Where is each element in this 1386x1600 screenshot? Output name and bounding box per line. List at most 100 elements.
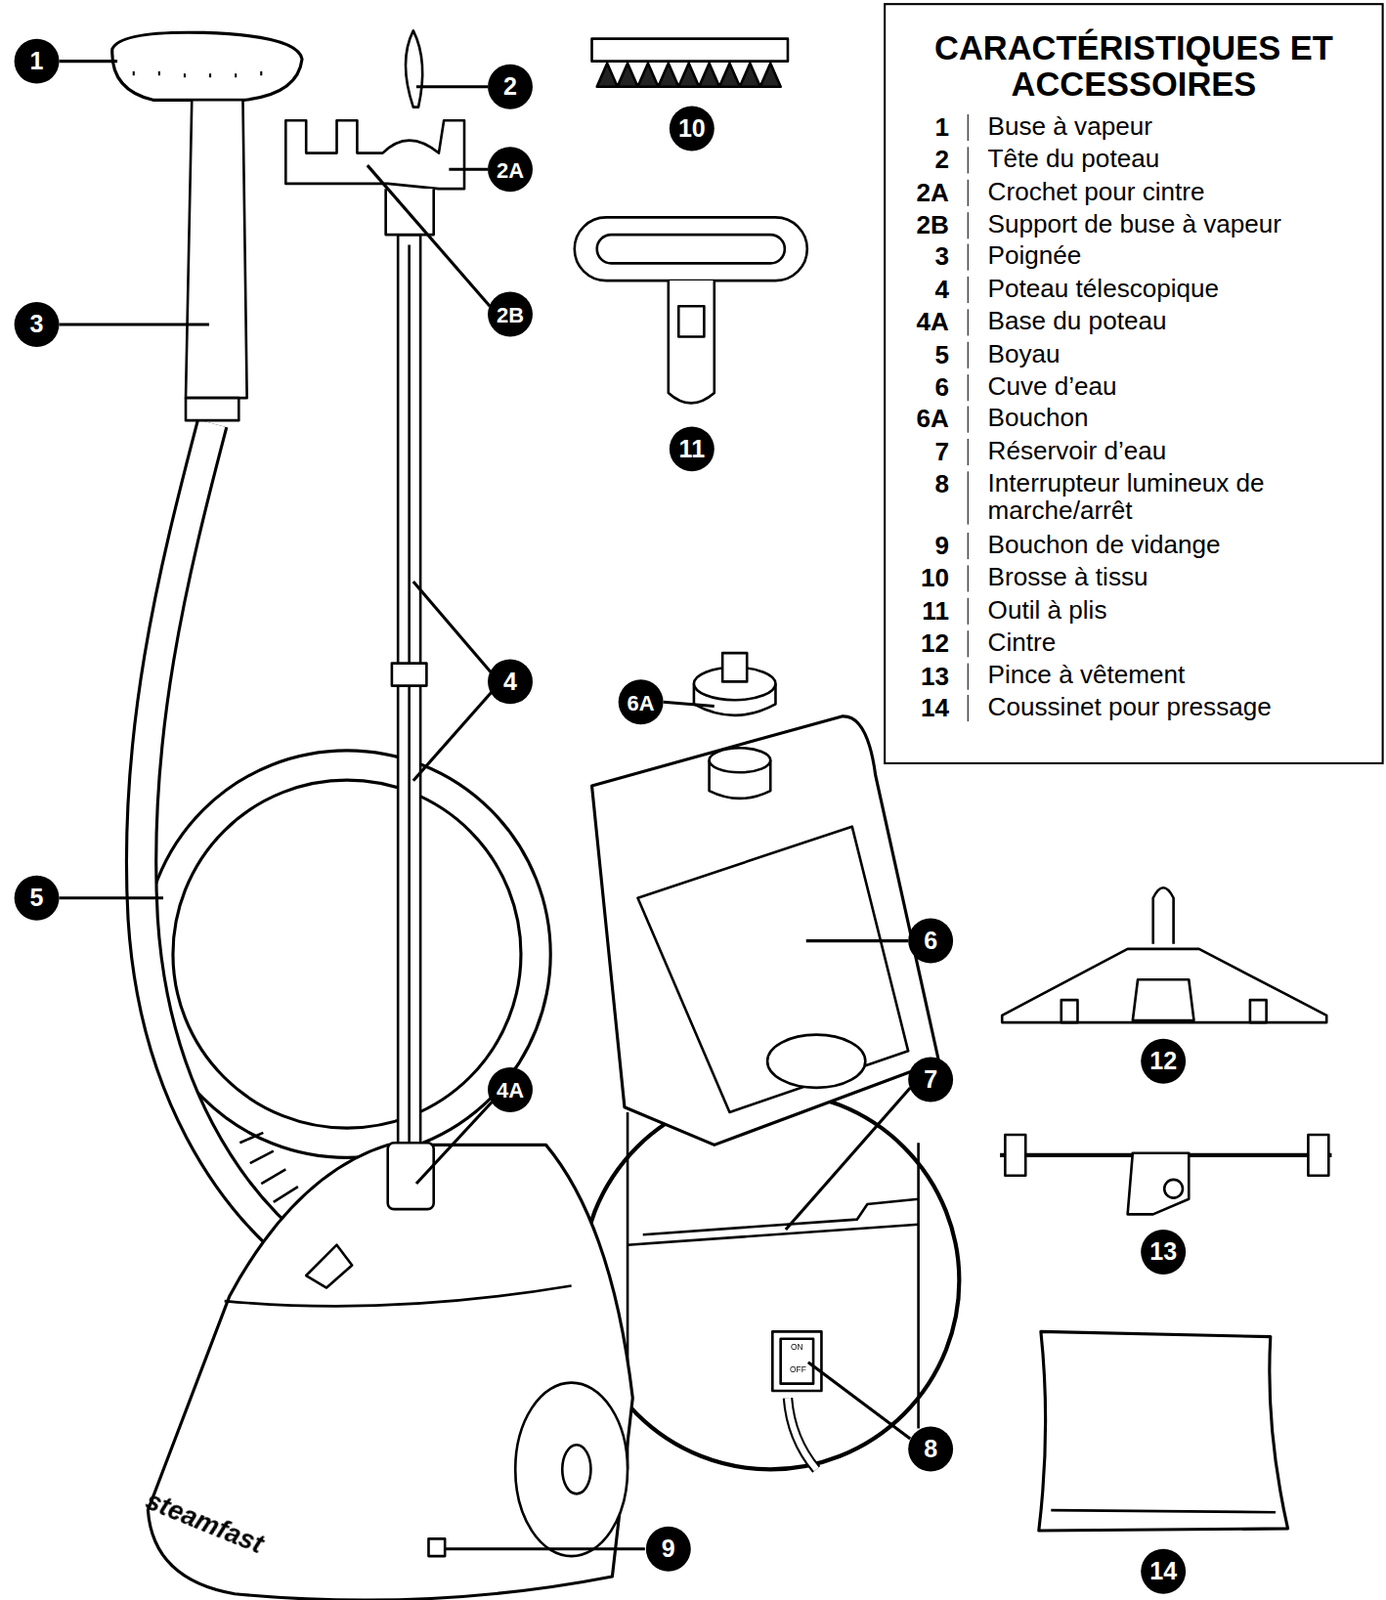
legend-text: Poteau télescopique xyxy=(988,274,1336,303)
crease-tool xyxy=(574,216,808,281)
legend-text: Interrupteur lumineux de marche/arrêt xyxy=(988,469,1336,524)
steam-nozzle xyxy=(112,32,303,100)
callout-number: 13 xyxy=(1140,1229,1186,1275)
callout-text: 4A xyxy=(496,1079,524,1101)
legend-separator xyxy=(967,374,969,401)
callout-number: 3 xyxy=(14,302,60,347)
wheel-hub xyxy=(562,1444,591,1494)
crease-tool-clip xyxy=(678,305,704,337)
legend-number: 3 xyxy=(885,241,950,270)
legend-number: 9 xyxy=(885,530,950,560)
legend-separator xyxy=(967,276,969,304)
legend-text: Crochet pour cintre xyxy=(988,177,1336,206)
callout-number: 10 xyxy=(669,106,715,152)
callout-number: 12 xyxy=(1140,1039,1186,1084)
callout-text: 2B xyxy=(496,303,524,326)
legend-number: 8 xyxy=(885,469,950,498)
callout-text: 3 xyxy=(30,311,44,337)
legend-text: Cuve d’eau xyxy=(988,372,1336,400)
legend-text: Tête du poteau xyxy=(988,144,1336,173)
callout-number: 11 xyxy=(669,426,715,472)
switch-label: ON xyxy=(790,1342,804,1352)
callout-number: 6 xyxy=(908,918,953,964)
hose xyxy=(141,423,322,1271)
hanger-hook2 xyxy=(1153,887,1174,944)
callout-number: 1 xyxy=(14,39,60,85)
callout-text: 6A xyxy=(627,691,655,713)
callout-text: 4 xyxy=(503,669,518,694)
legend-text: Boyau xyxy=(988,340,1336,368)
legend-text: Support de buse à vapeur xyxy=(988,210,1336,238)
legend-text: Poignée xyxy=(988,241,1336,269)
callout-number: 9 xyxy=(646,1526,692,1572)
handle xyxy=(185,99,248,398)
legend-separator xyxy=(967,694,969,722)
leader-lines xyxy=(59,61,911,1550)
callout-text: 11 xyxy=(679,436,705,462)
hanger-clip xyxy=(1061,999,1079,1023)
callout-number: 2A xyxy=(487,146,533,192)
callout-text: 8 xyxy=(923,1436,938,1462)
cap-valve xyxy=(722,652,747,682)
callout-text: 10 xyxy=(678,116,706,141)
tank-handle xyxy=(767,1035,866,1088)
legend-separator xyxy=(967,663,969,691)
callout-number: 6A xyxy=(618,679,664,725)
legend-separator xyxy=(967,471,969,524)
legend-separator xyxy=(967,114,969,141)
legend-number: 4 xyxy=(885,274,950,304)
pole-clamp xyxy=(391,663,427,687)
callout-number: 2B xyxy=(487,292,533,338)
clip xyxy=(1307,1134,1329,1176)
switch-label: OFF xyxy=(789,1365,807,1375)
pole-line xyxy=(407,245,411,1144)
legend-separator xyxy=(967,146,969,174)
callout-number: 4 xyxy=(487,658,533,704)
legend-separator xyxy=(967,212,969,239)
cord xyxy=(787,1397,817,1470)
legend-separator xyxy=(967,532,969,560)
hose-connector xyxy=(305,1245,352,1289)
callout-number: 5 xyxy=(14,875,60,921)
hanger-center xyxy=(1132,979,1195,1021)
legend-number: 2B xyxy=(885,210,950,239)
garment-clip xyxy=(1127,1153,1190,1215)
reservoir-edge xyxy=(627,1224,919,1246)
hose-coil xyxy=(158,765,536,1143)
callout-text: 9 xyxy=(661,1536,676,1561)
legend-text: Cintre xyxy=(988,628,1336,656)
callout-number: 7 xyxy=(908,1057,953,1103)
callout-text: 1 xyxy=(30,48,44,74)
clip xyxy=(1004,1134,1026,1176)
legend-number: 14 xyxy=(885,693,950,722)
legend-separator xyxy=(967,630,969,657)
legend-number: 7 xyxy=(885,436,950,466)
tank-window xyxy=(638,826,910,1113)
callout-text: 13 xyxy=(1149,1239,1177,1264)
legend-number: 2 xyxy=(885,144,950,174)
callout-text: 7 xyxy=(923,1067,938,1092)
crease-tool-stem xyxy=(668,280,715,403)
legend-number: 4A xyxy=(885,306,950,336)
wheel xyxy=(515,1383,628,1557)
legend-text: Réservoir d’eau xyxy=(988,436,1336,465)
legend-separator xyxy=(967,438,969,466)
callout-text: 5 xyxy=(30,885,44,910)
water-tank xyxy=(592,716,940,1146)
legend-number: 10 xyxy=(885,563,950,592)
legend-separator xyxy=(967,179,969,207)
handle-collar xyxy=(185,397,239,421)
legend-separator xyxy=(967,406,969,434)
crease-tool-grip xyxy=(597,234,785,263)
legend-box: CARACTÉRISTIQUES ET ACCESSOIRES1Buse à v… xyxy=(883,2,1385,765)
reservoir xyxy=(627,1112,919,1470)
callout-text: 2 xyxy=(503,74,518,99)
legend-text: Base du poteau xyxy=(988,306,1336,335)
legend-text: Coussinet pour pressage xyxy=(988,693,1336,721)
pad-edge xyxy=(1050,1510,1276,1513)
callout-number: 8 xyxy=(908,1427,953,1473)
legend-number: 6 xyxy=(885,372,950,401)
legend-text: Bouchon de vidange xyxy=(988,530,1336,559)
pressing-pad xyxy=(1039,1331,1289,1531)
legend-number: 5 xyxy=(885,340,950,369)
